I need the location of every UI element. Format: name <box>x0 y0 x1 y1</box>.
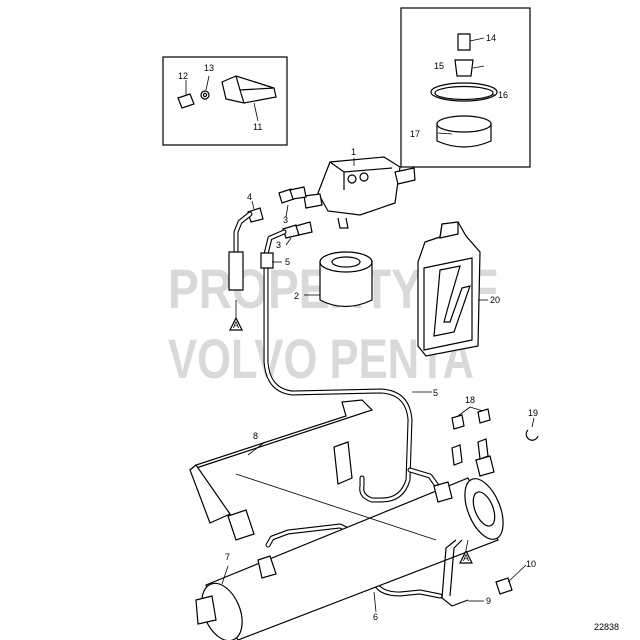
hoses <box>228 211 443 613</box>
callout-1: 1 <box>351 147 356 157</box>
o-ring-16 <box>430 82 498 102</box>
reference-lines <box>229 300 473 564</box>
callout-14: 14 <box>486 33 496 43</box>
callout-15: 15 <box>434 61 444 71</box>
oil-filter-2 <box>319 261 373 308</box>
callout-18: 18 <box>465 395 475 405</box>
callout-4: 4 <box>247 192 252 202</box>
reference-marker-a2 <box>459 549 473 564</box>
callout-5a: 5 <box>285 257 290 267</box>
nipple-14 <box>457 33 471 51</box>
oil-bottle <box>417 221 488 357</box>
inset-filter-parts <box>400 7 531 168</box>
callout-9: 9 <box>486 596 491 606</box>
callout-10: 10 <box>526 559 536 569</box>
callout-labels: 1 2 3 3 4 5 5 6 7 8 9 10 11 12 13 14 15 … <box>178 33 538 622</box>
reference-label-a2: A <box>463 553 469 563</box>
oil-filter <box>304 251 373 308</box>
callout-19: 19 <box>528 408 538 418</box>
callout-20: 20 <box>490 295 500 305</box>
callout-3b: 3 <box>276 240 281 250</box>
reference-label-a1: A <box>233 320 239 330</box>
small-parts <box>441 406 539 607</box>
filter-head <box>303 156 416 229</box>
callout-11: 11 <box>253 122 262 132</box>
callout-12: 12 <box>178 71 188 81</box>
fittings <box>247 186 313 246</box>
washer-13 <box>200 90 210 100</box>
drawing-number: 22838 <box>594 622 619 632</box>
callout-17: 17 <box>410 129 420 139</box>
callout-16: 16 <box>498 90 508 100</box>
oil-cooler-7 <box>205 477 499 640</box>
bracket-rail <box>189 399 374 541</box>
callout-6: 6 <box>373 612 378 622</box>
callout-5b: 5 <box>433 388 438 398</box>
callout-8: 8 <box>253 431 258 441</box>
oil-cooler <box>195 455 504 640</box>
valve-15 <box>454 59 474 77</box>
bolt-12 <box>177 93 195 109</box>
inset-bracket <box>162 56 288 146</box>
callout-3a: 3 <box>283 215 288 225</box>
filter-head-1 <box>317 156 401 216</box>
callout-7: 7 <box>225 552 230 562</box>
reference-marker-a1 <box>229 316 243 331</box>
callout-13: 13 <box>204 63 214 73</box>
callout-2: 2 <box>294 291 299 301</box>
